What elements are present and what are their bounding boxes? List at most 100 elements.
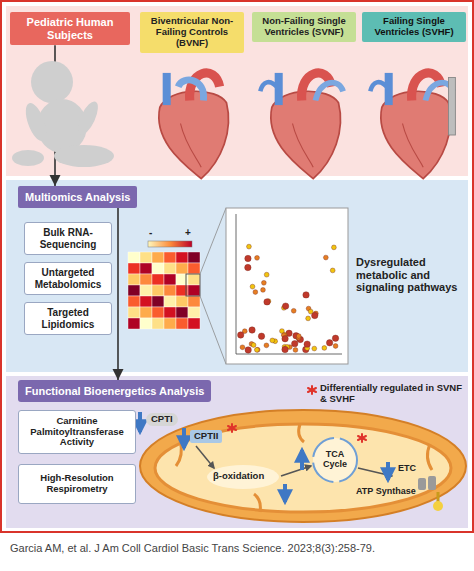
node-text: Functional Bioenergetics Analysis xyxy=(25,385,204,398)
circle-shape xyxy=(255,347,260,352)
rect-shape xyxy=(164,285,176,296)
citation-caption: Garcia AM, et al. J Am Coll Cardiol Basi… xyxy=(10,542,466,555)
rect-shape xyxy=(186,274,200,296)
circle-shape xyxy=(240,345,245,350)
rect-shape xyxy=(188,307,200,318)
line-shape xyxy=(281,466,311,476)
rect-shape xyxy=(188,318,200,329)
circle-shape xyxy=(312,346,317,351)
rect-shape xyxy=(164,263,176,274)
circle-shape xyxy=(326,340,332,346)
rect-shape xyxy=(140,274,152,285)
path-shape xyxy=(254,494,260,512)
regulation-arrows xyxy=(140,412,388,502)
circle-shape xyxy=(250,284,255,289)
mitochondrion xyxy=(140,410,466,522)
rect-shape xyxy=(176,296,188,307)
rect-shape xyxy=(152,274,164,285)
circle-shape xyxy=(303,292,309,298)
zoom-lines xyxy=(200,208,226,364)
g-shape xyxy=(308,386,316,394)
g-shape xyxy=(238,244,339,353)
rect-shape xyxy=(176,252,188,263)
rect-shape xyxy=(188,274,200,285)
scale-minus: - xyxy=(149,227,152,239)
line-shape xyxy=(228,426,236,430)
outer-frame xyxy=(1,1,473,532)
circle-shape xyxy=(332,335,338,341)
method-box: Untargeted Metabolomics xyxy=(24,262,112,295)
circle-shape xyxy=(264,343,269,348)
circle-shape xyxy=(255,255,260,260)
rect-shape xyxy=(152,318,164,329)
line-shape xyxy=(236,214,237,354)
g-shape xyxy=(128,252,200,329)
rect-shape xyxy=(176,307,188,318)
circle-shape xyxy=(333,344,338,349)
method-box: Carnitine Palmitoyltransferase Activity xyxy=(18,410,136,454)
line-shape xyxy=(228,426,236,430)
method-box: Bulk RNA-Sequencing xyxy=(24,222,112,255)
group-box: Pediatric Human Subjects xyxy=(10,12,130,45)
single-ventricle-heart xyxy=(260,73,343,179)
method-box: Targeted Lipidomics xyxy=(24,302,112,335)
complex-label: ETC xyxy=(398,463,416,473)
circle-shape xyxy=(308,309,313,314)
failing-single-ventricle-heart xyxy=(370,73,455,179)
infant-silhouette xyxy=(12,61,114,167)
rect-shape xyxy=(188,296,200,307)
circle-shape xyxy=(332,245,337,250)
ellipse-shape xyxy=(74,99,102,138)
line-shape xyxy=(358,436,366,440)
scale-plus: + xyxy=(185,227,191,239)
enzyme-label: CPTI xyxy=(146,413,178,426)
rect-shape xyxy=(152,296,164,307)
g-shape xyxy=(418,476,436,490)
line-shape xyxy=(308,388,316,392)
node-text: Pediatric Human Subjects xyxy=(14,16,126,41)
complex-label: ATP Synthase xyxy=(356,486,416,496)
circle-shape xyxy=(258,333,264,339)
ellipse-shape xyxy=(155,424,451,512)
rect-shape xyxy=(164,307,176,318)
pathway-label: β-oxidation xyxy=(213,471,264,482)
circle-shape xyxy=(245,347,251,353)
line-shape xyxy=(358,436,366,440)
use-shape xyxy=(159,73,229,179)
rect-shape xyxy=(188,263,200,274)
rect-shape xyxy=(128,274,140,285)
ellipse-shape xyxy=(22,100,51,143)
node-text: Targeted Lipidomics xyxy=(29,307,107,330)
rect-shape xyxy=(176,263,188,274)
circle-shape xyxy=(261,280,266,285)
rect-shape xyxy=(128,318,140,329)
rect-shape xyxy=(128,252,140,263)
g-shape xyxy=(176,424,432,512)
circle-shape xyxy=(245,264,251,270)
use-shape xyxy=(271,73,341,179)
circle-shape xyxy=(247,244,252,249)
circle-shape xyxy=(264,272,269,277)
circle-shape xyxy=(282,303,288,309)
volcano-plot xyxy=(226,208,348,364)
rect-shape xyxy=(164,296,176,307)
circle-shape xyxy=(31,61,73,103)
rect-shape xyxy=(418,478,426,490)
rect-shape xyxy=(152,252,164,263)
circle-shape xyxy=(282,346,288,352)
line-shape xyxy=(200,296,226,364)
circle-shape xyxy=(261,288,266,293)
group-box: Non-Failing Single Ventricles (SVNF) xyxy=(252,12,356,42)
group-box: Failing Single Ventricles (SVHF) xyxy=(362,12,466,42)
rect-shape xyxy=(164,274,176,285)
circle-shape xyxy=(282,336,288,342)
rect-shape xyxy=(128,307,140,318)
path-shape xyxy=(178,80,203,101)
rect-shape xyxy=(449,78,456,136)
circle-shape xyxy=(254,347,259,352)
circle-shape xyxy=(313,438,357,482)
circle-shape xyxy=(249,327,255,333)
circle-shape xyxy=(245,255,251,261)
multiomics-band xyxy=(6,180,468,372)
rect-shape xyxy=(164,318,176,329)
